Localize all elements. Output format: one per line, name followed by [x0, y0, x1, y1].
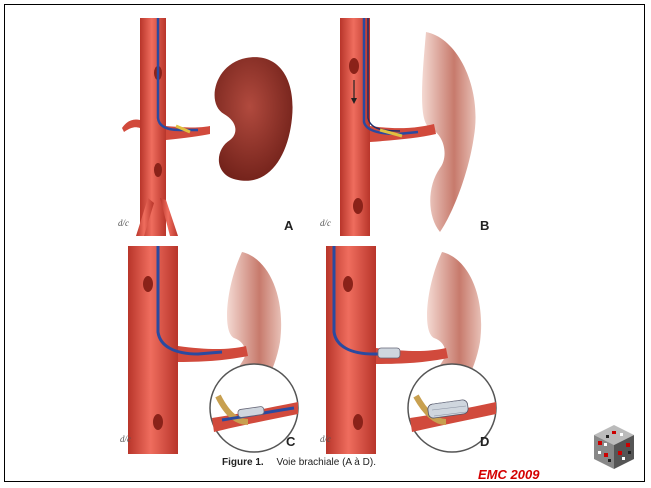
panel-b-illustration	[318, 18, 498, 236]
panel-d-signature: d/c	[320, 434, 331, 444]
emc-cube-icon	[590, 423, 638, 476]
panel-d-letter: D	[480, 434, 489, 449]
panel-c-signature: d/c	[120, 434, 131, 444]
panel-c-letter: C	[286, 434, 295, 449]
panel-c: d/c C	[118, 246, 300, 454]
figure-caption: Figure 1. Voie brachiale (A à D).	[222, 457, 376, 468]
emc-watermark: EMC 2009	[478, 467, 539, 482]
panel-a: d/c A	[118, 18, 300, 236]
figure-caption-text: Voie brachiale (A à D).	[276, 457, 376, 468]
panel-d-illustration	[318, 246, 498, 454]
panel-a-letter: A	[284, 218, 293, 233]
figure-caption-label: Figure 1.	[222, 457, 264, 468]
panel-b-letter: B	[480, 218, 489, 233]
panel-b-signature: d/c	[320, 218, 331, 228]
panel-b: d/c B	[318, 18, 498, 236]
panel-a-signature: d/c	[118, 218, 129, 228]
panel-d: d/c D	[318, 246, 498, 454]
panel-c-illustration	[118, 246, 300, 454]
panel-a-illustration	[118, 18, 300, 236]
